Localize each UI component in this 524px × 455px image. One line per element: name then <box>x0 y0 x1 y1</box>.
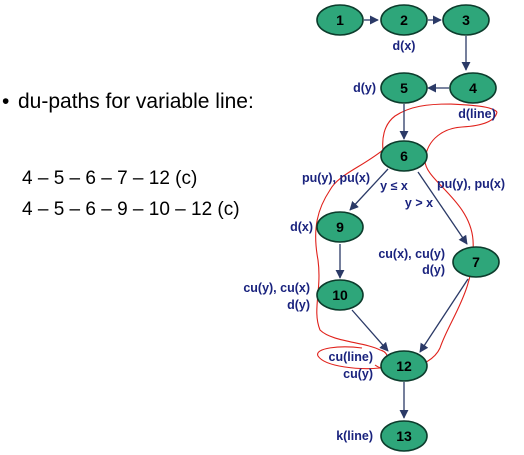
node-10 <box>316 279 364 311</box>
node-9 <box>316 211 364 243</box>
label-n7-line1: cu(x), cu(y) <box>378 247 445 261</box>
du-path-2: 4 – 5 – 6 – 9 – 10 – 12 (c) <box>22 199 240 220</box>
edge-6-7 <box>417 171 468 245</box>
edges <box>335 15 471 419</box>
edge-10-12 <box>351 309 389 352</box>
node-9-label: 9 <box>336 219 344 235</box>
node-4 <box>449 72 497 104</box>
label-n13: k(line) <box>336 429 373 443</box>
label-n9: d(x) <box>290 220 313 234</box>
label-n2: d(x) <box>393 39 416 53</box>
highlight-top-stroke <box>382 103 498 151</box>
label-n12-line2: cu(y) <box>343 367 373 381</box>
node-10-label: 10 <box>332 287 348 303</box>
label-n6-right: pu(y), pu(x) <box>437 177 505 191</box>
node-2 <box>380 4 428 36</box>
node-2-label: 2 <box>400 12 408 28</box>
node-6 <box>380 140 428 172</box>
node-5-label: 5 <box>400 80 408 96</box>
label-n12-line1: cu(line) <box>329 350 373 364</box>
edge-6-9 <box>349 168 389 211</box>
label-n10-line1: cu(y), cu(x) <box>243 281 310 295</box>
highlight-left-stroke <box>315 149 384 351</box>
node-1-label: 1 <box>336 12 344 28</box>
node-7 <box>452 246 500 278</box>
label-cond-left: y ≤ x <box>380 179 408 193</box>
label-n10-line2: d(y) <box>287 298 310 312</box>
label-n7-line2: d(y) <box>422 263 445 277</box>
label-n4: d(line) <box>458 107 496 121</box>
node-13-label: 13 <box>396 428 412 444</box>
node-3-label: 3 <box>462 12 470 28</box>
node-13 <box>380 420 428 452</box>
highlight-right-stroke <box>374 111 498 371</box>
du-path-1: 4 – 5 – 6 – 7 – 12 (c) <box>22 168 198 189</box>
node-4-label: 4 <box>469 80 477 96</box>
node-12 <box>380 350 428 382</box>
node-1 <box>316 4 364 36</box>
node-5 <box>380 72 428 104</box>
label-cond-right: y > x <box>405 196 433 210</box>
label-n5: d(y) <box>353 81 376 95</box>
label-n6-left: pu(y), pu(x) <box>302 171 370 185</box>
node-3 <box>442 4 490 36</box>
edge-7-12 <box>419 278 469 353</box>
nodes <box>316 4 500 452</box>
node-7-label: 7 <box>472 254 480 270</box>
bullet-icon: • <box>2 90 10 113</box>
bullet-item: • du-paths for variable line: <box>2 90 254 114</box>
bullet-text: du-paths for variable line: <box>18 90 254 113</box>
node-6-label: 6 <box>400 148 408 164</box>
node-12-label: 12 <box>396 358 412 374</box>
